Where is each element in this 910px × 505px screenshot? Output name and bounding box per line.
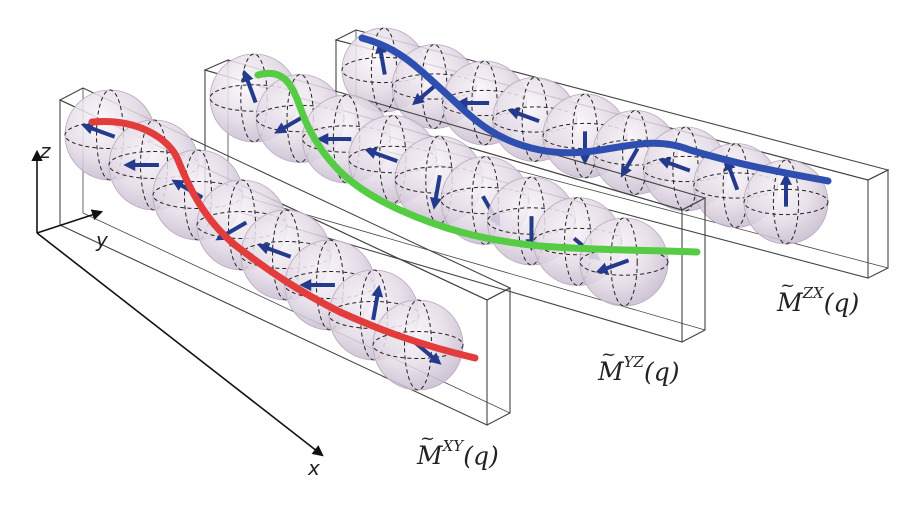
x-axis-label: x <box>308 456 320 480</box>
yz-spin-arrow <box>595 258 630 274</box>
label-zx-arg: (q) <box>823 288 860 318</box>
zx-spin-arrow <box>724 158 740 191</box>
zx-spin-arrow <box>620 147 640 178</box>
zx-box-right <box>867 169 889 279</box>
zx-sphere <box>743 159 829 245</box>
yz-box-back-bottom <box>227 191 706 331</box>
label-yz-base: M <box>598 357 624 386</box>
yz-spin-arrow <box>274 114 306 134</box>
yz-spin-arrow <box>364 147 398 164</box>
xy-helix-curve <box>88 118 479 362</box>
yz-spin-arrow <box>429 174 442 210</box>
xy-spin-arrow <box>81 122 116 139</box>
yz-box-right <box>681 197 706 343</box>
label-zx-base: M <box>777 288 803 317</box>
yz-sphere <box>579 217 669 307</box>
label-yz: MYZ(q) <box>598 353 680 387</box>
z-axis-label: z <box>40 139 51 163</box>
zx-spin-arrow <box>507 108 540 123</box>
yz-spin-arrow <box>242 69 258 104</box>
coordinate-axes <box>31 149 324 457</box>
label-yz-arg: (q) <box>643 357 680 387</box>
y-axis <box>36 209 104 234</box>
xy-spin-arrow <box>257 242 292 259</box>
label-zx-superscript: ZX <box>802 284 824 302</box>
label-xy-base: M <box>417 441 443 470</box>
zx-spin-arrow <box>375 41 387 75</box>
y-axis-label: y <box>96 228 108 252</box>
xy-spin-arrow <box>371 284 384 321</box>
label-xy: MXY(q) <box>417 437 499 471</box>
yz-helix-curve <box>254 69 701 256</box>
zx-helix-curve <box>358 34 832 185</box>
zx-spin-arrow <box>658 157 691 173</box>
label-yz-superscript: YZ <box>623 353 644 371</box>
label-zx: MZX(q) <box>777 284 860 318</box>
label-xy-superscript: XY <box>442 437 464 455</box>
x-axis <box>36 232 324 457</box>
label-xy-arg: (q) <box>463 441 499 471</box>
xy-box-right <box>486 287 511 426</box>
